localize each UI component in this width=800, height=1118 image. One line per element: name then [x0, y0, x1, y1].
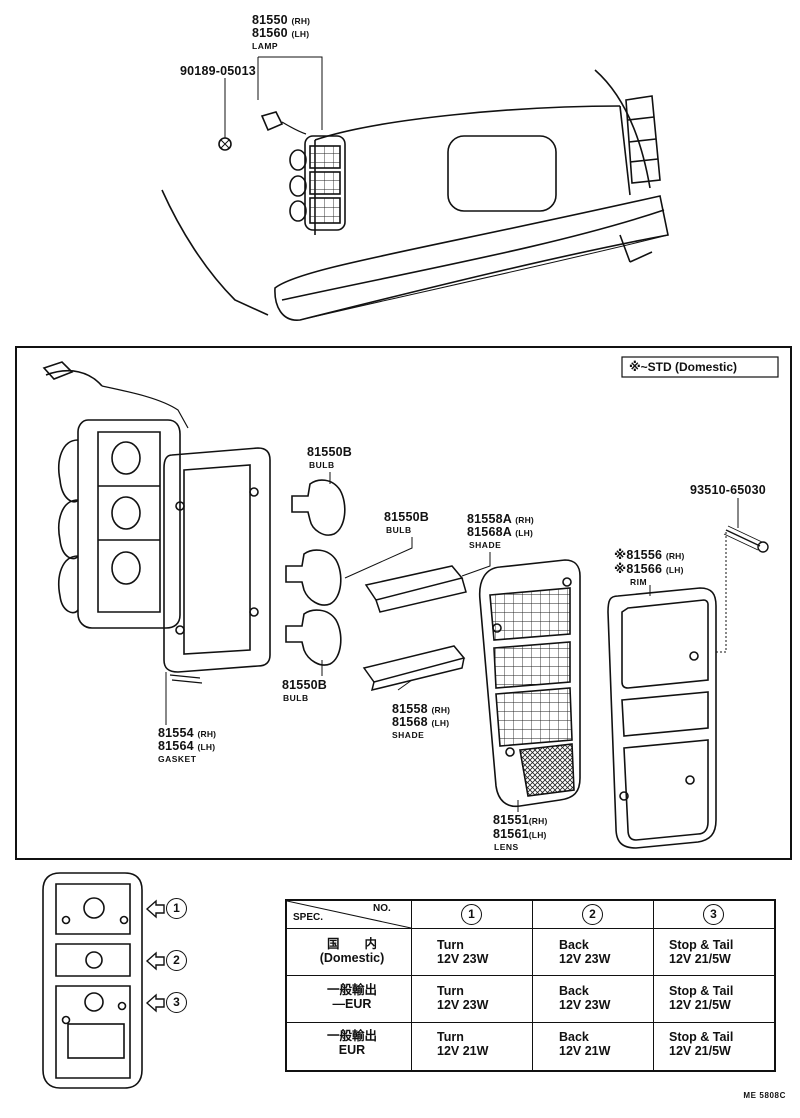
detail-leaders [165, 472, 739, 812]
col-header-1: 1 [461, 904, 482, 925]
legend-marker-2: 2 [166, 950, 187, 971]
bulb-lower-label: BULB [283, 693, 309, 703]
rim-screw [723, 525, 769, 553]
gasket-lh: 81564 (LH) [158, 739, 216, 753]
bulb-upper-label: BULB [309, 460, 335, 470]
bulb-middle-label: BULB [386, 525, 412, 535]
lens-label: LENS [494, 842, 519, 852]
top-leaders [224, 56, 323, 138]
rim-label: RIM [630, 577, 648, 587]
bulbs [285, 479, 346, 666]
shade-upper-lh: 81568A (LH) [467, 525, 534, 539]
rim-lh: ※81566 (LH) [614, 562, 684, 576]
vehicle-rear-illustration [161, 69, 669, 321]
lens [478, 559, 581, 808]
bulb-lower-part: 81550B [282, 678, 327, 692]
rim-rh: ※81556 (RH) [614, 548, 685, 562]
rim [607, 587, 717, 849]
gasket [163, 447, 271, 684]
legend-marker-3: 3 [166, 992, 187, 1013]
lamp-label: LAMP [252, 41, 279, 51]
std-note: ※~STD (Domestic) [629, 360, 738, 374]
shade-upper-rh: 81558A (RH) [467, 512, 534, 526]
header-spec: SPEC. [293, 912, 324, 923]
bulb-middle-part: 81550B [384, 510, 429, 524]
std-note-box [621, 356, 779, 378]
col-header-3: 3 [703, 904, 724, 925]
shade-lower-lh: 81568 (LH) [392, 715, 450, 729]
col-header-2: 2 [582, 904, 603, 925]
shades [362, 565, 467, 692]
shade-lower-label: SHADE [392, 730, 425, 740]
gasket-rh: 81554 (RH) [158, 726, 217, 740]
header-diagonal [287, 901, 412, 929]
lamp-housing [42, 361, 189, 629]
detail-panel-frame [15, 346, 792, 860]
legend-arrows [145, 899, 165, 1013]
screw-part: 90189-05013 [180, 64, 256, 78]
drawing-code: ME 5808C [743, 1091, 786, 1100]
lamp-rh-part: 81550 (RH) [252, 13, 311, 27]
rim-screw-part: 93510-65030 [690, 483, 766, 497]
legend-marker-1: 1 [166, 898, 187, 919]
bulb-upper-part: 81550B [307, 445, 352, 459]
lamp-lh-part: 81560 (LH) [252, 26, 310, 40]
lens-rh: 81551(RH) [493, 813, 548, 827]
gasket-label: GASKET [158, 754, 197, 764]
shade-lower-rh: 81558 (RH) [392, 702, 451, 716]
row-label-domestic: 国 内(Domestic) [319, 937, 385, 965]
legend-lamp [42, 872, 143, 1089]
row-label-general-export-non-eur: 一般輸出—EUR [326, 983, 377, 1011]
header-no: NO. [373, 903, 391, 914]
shade-upper-label: SHADE [469, 540, 502, 550]
lens-lh: 81561(LH) [493, 827, 547, 841]
